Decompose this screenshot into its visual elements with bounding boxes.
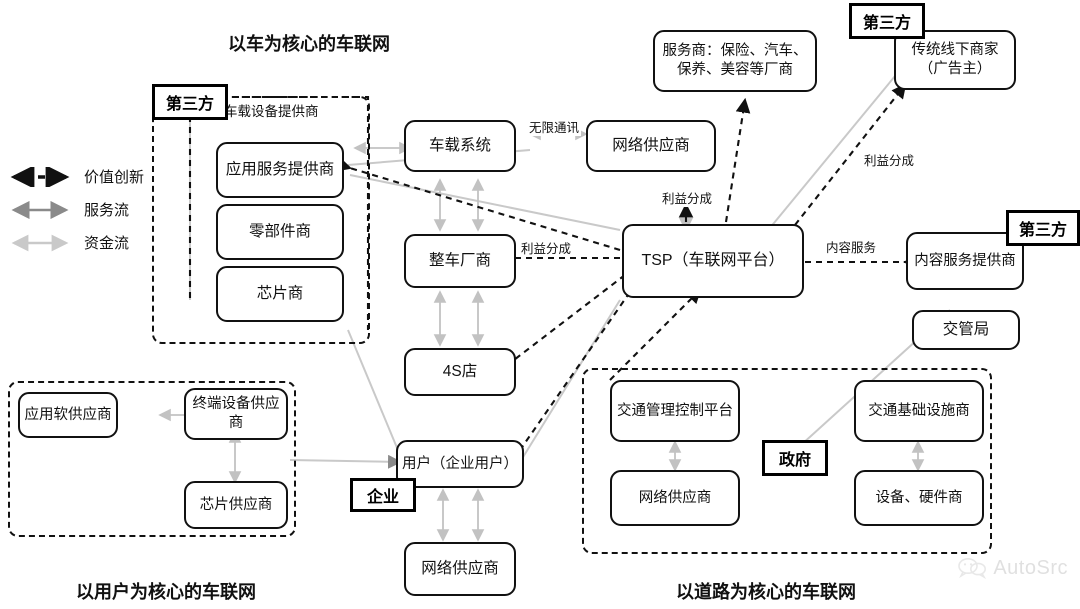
node-chip-supplier[interactable]: 芯片供应商	[184, 481, 288, 529]
node-offline-merchant[interactable]: 传统线下商家（广告主）	[894, 30, 1016, 90]
flow-userbox-to-user	[289, 454, 402, 469]
flow-user-to-tsp	[519, 299, 621, 463]
title-road-centric: 以道路为核心的车联网	[676, 582, 856, 602]
wechat-bubble-icon	[958, 558, 987, 580]
title-car-centric: 以车为核心的车联网	[228, 34, 390, 54]
node-network-supplier-user-area[interactable]: 网络供应商	[404, 542, 516, 596]
node-transport-infra-provider[interactable]: 交通基础设施商	[854, 380, 984, 442]
legend-label-capital-flow: 资金流	[84, 235, 130, 252]
node-network-supplier-top[interactable]: 网络供应商	[586, 120, 716, 172]
group-road-centric	[582, 368, 992, 554]
badge-third-party-top-right[interactable]: 第三方	[849, 3, 925, 39]
node-equipment-hardware[interactable]: 设备、硬件商	[854, 470, 984, 526]
badge-third-party-left[interactable]: 第三方	[152, 84, 228, 120]
legend-item-value-innovation: 价值创新	[8, 160, 144, 193]
title-user-centric: 以用户为核心的车联网	[76, 582, 256, 602]
group-onboard-device-supplier	[152, 96, 370, 344]
edge-tsp-offline	[794, 83, 907, 226]
badge-enterprise[interactable]: 企业	[350, 478, 416, 512]
caption-onboard-device-supplier: 车载设备提供商	[224, 104, 319, 119]
legend-item-service-flow: 服务流	[8, 193, 144, 226]
edge-label-profit-share-net: 利益分成	[660, 188, 715, 207]
node-app-software-supplier[interactable]: 应用软供应商	[18, 392, 118, 438]
flow-tsp-to-appservice	[349, 174, 621, 231]
badge-third-party-right[interactable]: 第三方	[1006, 210, 1080, 246]
edge-label-content-service: 内容服务	[824, 237, 879, 256]
flow-tsp-to-offline	[759, 69, 901, 241]
badge-government[interactable]: 政府	[762, 440, 828, 476]
node-tsp[interactable]: TSP（车联网平台）	[622, 224, 804, 298]
node-4s-dealer[interactable]: 4S店	[404, 348, 516, 396]
node-user[interactable]: 用户（企业用户）	[396, 440, 524, 488]
service-flow-line-icon	[11, 200, 69, 219]
legend-label-service-flow: 服务流	[84, 202, 130, 219]
node-content-service-provider[interactable]: 内容服务提供商	[906, 232, 1024, 290]
edge-tsp-4s	[495, 274, 626, 377]
flow-chip-to-user	[347, 329, 401, 456]
value-innovation-line-icon	[10, 166, 70, 187]
watermark-text: AutoSrc	[993, 556, 1068, 579]
capital-flow-line-icon	[11, 234, 69, 251]
node-service-providers[interactable]: 服务商：保险、汽车、保养、美容等厂商	[653, 30, 817, 92]
group-user-centric	[8, 381, 296, 537]
legend-label-value-innovation: 价值创新	[84, 169, 145, 186]
node-app-service-provider[interactable]: 应用服务提供商	[216, 142, 344, 198]
node-oem[interactable]: 整车厂商	[404, 234, 516, 288]
node-parts-supplier[interactable]: 零部件商	[216, 204, 344, 260]
edge-tsp-serviceproviders	[724, 97, 751, 223]
edge-road-tsp	[609, 288, 702, 381]
node-network-supplier-road[interactable]: 网络供应商	[610, 470, 740, 526]
watermark: AutoSrc	[957, 556, 1068, 580]
node-terminal-device-supplier[interactable]: 终端设备供应商	[184, 388, 288, 440]
node-onboard-system[interactable]: 车载系统	[404, 120, 516, 172]
edge-label-wireless-comm: 无限通讯	[527, 117, 582, 136]
node-chip-maker[interactable]: 芯片商	[216, 266, 344, 322]
legend-item-capital-flow: 资金流	[8, 226, 144, 259]
edge-tsp-appservice	[335, 157, 621, 252]
legend: 价值创新 服务流	[8, 160, 144, 259]
node-traffic-control-platform[interactable]: 交通管理控制平台	[610, 380, 740, 442]
edge-label-profit-share-ad: 利益分成	[862, 150, 917, 169]
edge-label-profit-share-oem: 利益分成	[519, 238, 574, 257]
node-traffic-bureau[interactable]: 交管局	[912, 310, 1020, 350]
